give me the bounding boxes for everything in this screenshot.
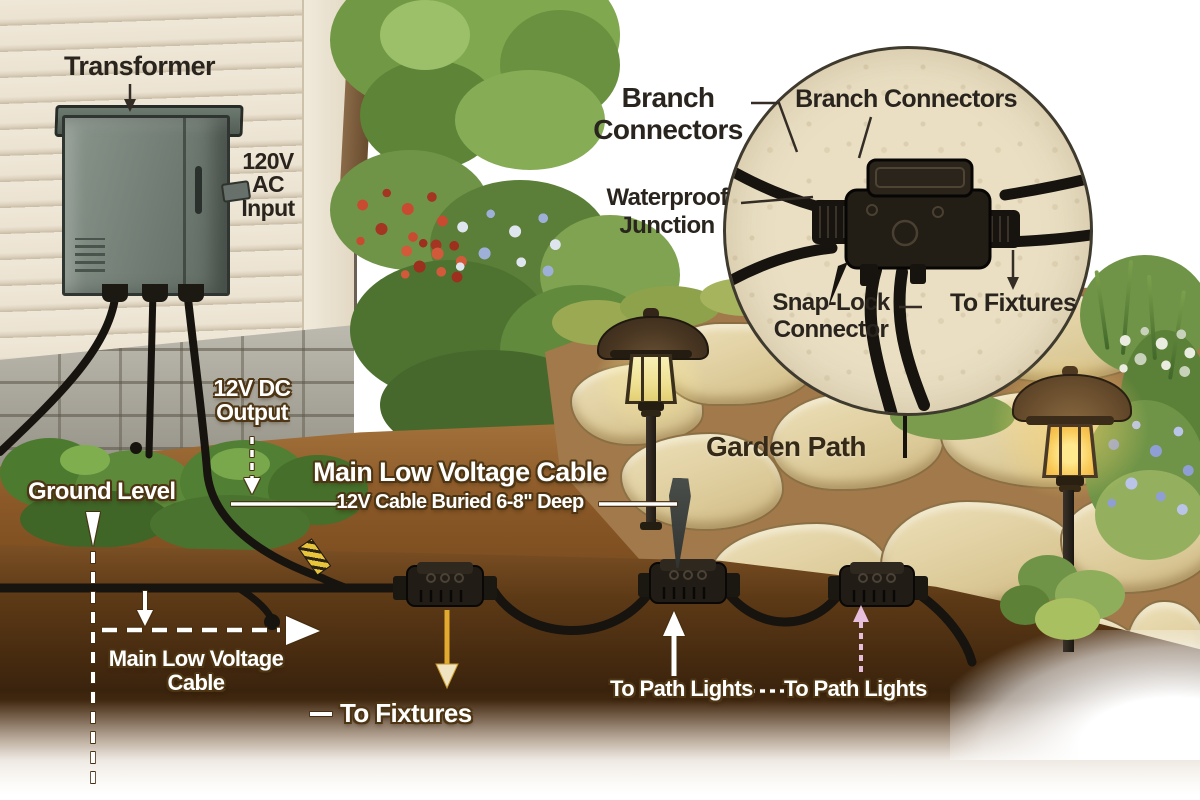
lamp-lantern	[1042, 424, 1098, 478]
transformer-label: Transformer	[64, 51, 216, 81]
inset-to-fixtures-label: To Fixtures	[950, 289, 1077, 317]
path-light-1	[580, 300, 720, 590]
lamp-finial	[1062, 366, 1078, 377]
soil-fade-right	[950, 630, 1200, 760]
lamp-mullion	[1059, 424, 1062, 478]
cable-sag-2	[719, 583, 847, 627]
yellow-arrow	[435, 610, 459, 690]
main-cable-heading: Main Low Voltage Cable	[313, 457, 607, 487]
branch-connectors-callout: Branch Connectors	[593, 82, 743, 146]
to-path-lights-up-arrowhead	[663, 611, 685, 636]
door-handle	[195, 166, 202, 214]
junction-connector-1	[393, 562, 497, 607]
lamp-glass	[1046, 427, 1094, 475]
lamp-mullion	[641, 354, 644, 404]
transformer-cable-left	[0, 286, 120, 456]
to-path-lights-left-label: To Path Lights	[610, 676, 753, 701]
cable-gland	[142, 284, 168, 302]
snap-lock-label: Snap-Lock Connector	[772, 289, 890, 343]
tree-canopy	[455, 70, 605, 170]
dark-pointers	[128, 84, 1015, 309]
lamp-mullion	[658, 354, 661, 404]
garden-path-label: Garden Path	[706, 431, 866, 462]
waterproof-junction-label: Waterproof Junction	[606, 184, 728, 239]
lamp-post	[646, 416, 656, 526]
branch-connectors-pointer-line	[751, 101, 799, 153]
lamp-collar	[641, 410, 661, 417]
inset-title-pointer-line	[857, 116, 873, 159]
blue-white-flowers	[448, 205, 570, 293]
waterproof-junction-device	[812, 158, 1020, 308]
cable-sag-1	[489, 584, 657, 635]
lamp-lantern	[625, 354, 677, 404]
main-cable-drop	[183, 286, 350, 592]
cables	[0, 286, 977, 667]
cable-gland	[178, 284, 204, 302]
inset-device	[726, 158, 1090, 413]
garden-bed-plants	[0, 420, 368, 560]
lamp-collar	[1056, 476, 1084, 486]
buried-cable-arrowhead	[286, 616, 320, 645]
door-seam	[183, 118, 186, 293]
vents	[75, 238, 105, 272]
cable-gland	[102, 284, 128, 302]
lamp-mullion	[1078, 424, 1081, 478]
ac-input-label: 120V AC Input	[241, 148, 295, 221]
path-light-2	[980, 340, 1160, 670]
transformer-arrowhead	[124, 99, 136, 112]
buried-cable-label: Main Low Voltage Cable	[108, 646, 284, 696]
junction-connector-3	[828, 562, 928, 607]
dc-output-label: 12V DC Output	[213, 375, 292, 426]
inset-to-fixtures-arrowhead	[1007, 277, 1019, 290]
junction-connector-2	[638, 559, 740, 604]
plant-highlight	[210, 448, 270, 480]
transformer-body	[62, 115, 230, 296]
transformer-box	[50, 100, 252, 302]
to-path-lights-right-label: To Path Lights	[784, 676, 927, 701]
small-down-arrowhead	[137, 610, 153, 626]
inset-title: Branch Connectors	[795, 85, 1017, 113]
cable-clip	[130, 442, 142, 454]
lamp-base	[640, 522, 662, 530]
white-annotations	[86, 437, 784, 786]
lamp-glass	[629, 357, 673, 401]
tree	[320, 0, 620, 260]
branch-connector-inset	[723, 46, 1093, 416]
to-fixtures-label: To Fixtures	[340, 698, 472, 728]
waterproof-pointer-line	[740, 195, 814, 205]
ground-level-label: Ground Level	[28, 478, 176, 505]
lamp-collar	[638, 402, 664, 411]
tree-canopy-highlight	[380, 0, 470, 70]
plant-highlight	[60, 445, 110, 475]
pink-dashed-arrow	[853, 605, 869, 672]
ground-level-arrowhead	[86, 512, 100, 546]
transformer-cable-middle	[145, 286, 157, 459]
dc-output-arrowhead	[244, 478, 260, 494]
main-cable-subheading: 12V Cable Buried 6-8" Deep	[336, 491, 584, 513]
cable-end-dot	[264, 614, 280, 630]
base-tuft	[1035, 598, 1100, 640]
lamp-collar	[1059, 485, 1081, 492]
lamp-cap-rim	[1026, 416, 1114, 425]
